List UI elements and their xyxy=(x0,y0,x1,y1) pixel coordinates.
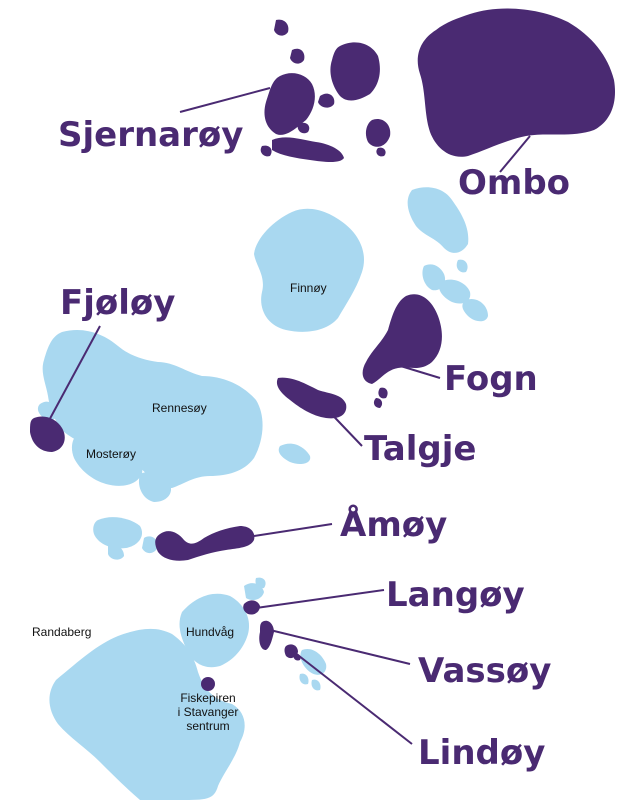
island-hundvag xyxy=(179,593,250,668)
island-sjernaroy-part xyxy=(318,93,335,108)
leader-fogn xyxy=(393,363,441,379)
label-ombo: Ombo xyxy=(458,163,570,203)
island-amoy xyxy=(155,526,255,561)
island-sjernaroy-part xyxy=(272,137,344,162)
label-fogn: Fogn xyxy=(444,359,538,399)
leader-sjernaroy xyxy=(179,87,271,113)
label-sjernaroy: Sjernarøy xyxy=(58,115,243,155)
island-small xyxy=(278,443,311,464)
label-mosteroy: Mosterøy xyxy=(86,447,136,461)
label-randaberg: Randaberg xyxy=(32,625,91,639)
island-small xyxy=(37,401,58,420)
island-small xyxy=(462,298,488,322)
island-sjernaroy-part xyxy=(365,118,391,147)
island-sjernaroy-part xyxy=(274,19,289,36)
island-small xyxy=(311,679,321,691)
leader-lines xyxy=(45,87,531,745)
island-small xyxy=(407,187,469,253)
island-small xyxy=(142,536,158,554)
island-small xyxy=(93,517,143,549)
island-small xyxy=(438,279,471,304)
island-fogn xyxy=(362,294,442,384)
island-small xyxy=(456,259,468,273)
highlighted-islands xyxy=(30,8,616,661)
island-sjernaroy-part xyxy=(376,147,386,157)
label-fjoloy: Fjøløy xyxy=(60,283,175,323)
leader-vassoy xyxy=(269,629,411,665)
label-lindoy: Lindøy xyxy=(418,733,545,773)
other-islands xyxy=(37,187,488,800)
label-talgje: Talgje xyxy=(364,429,476,469)
leader-talgje xyxy=(319,401,363,447)
island-small xyxy=(138,471,172,502)
island-sjernaroy-part xyxy=(330,42,380,101)
label-amoy: Åmøy xyxy=(340,504,447,545)
highlight-labels: Sjernarøy Ombo Fjøløy Fogn Talgje Åmøy L… xyxy=(58,115,570,773)
leader-ombo xyxy=(499,135,531,173)
island-sjernaroy-part xyxy=(260,145,272,157)
leader-langoy xyxy=(255,589,385,609)
label-hundvag: Hundvåg xyxy=(186,625,234,639)
label-fiskepiren-3: sentrum xyxy=(186,719,229,733)
island-sjernaroy-main xyxy=(264,73,315,135)
island-finnoy xyxy=(254,208,365,332)
landmass-stavanger xyxy=(49,628,245,800)
island-langoy xyxy=(243,600,260,615)
island-fogn-part xyxy=(378,387,388,399)
leader-lindoy xyxy=(293,651,413,745)
island-small xyxy=(108,544,124,560)
label-rennesoy: Rennesøy xyxy=(152,401,207,415)
label-vassoy: Vassøy xyxy=(418,651,551,691)
island-small xyxy=(299,673,309,685)
label-fiskepiren-1: Fiskepiren xyxy=(180,691,235,705)
island-vassoy xyxy=(259,620,274,650)
label-langoy: Langøy xyxy=(386,575,525,615)
label-finnoy: Finnøy xyxy=(290,281,327,295)
fiskepiren-marker xyxy=(201,677,215,691)
island-ombo xyxy=(417,8,616,157)
leader-amoy xyxy=(253,523,333,537)
island-small xyxy=(200,652,216,667)
island-sjernaroy-part xyxy=(297,122,310,134)
island-talgje xyxy=(276,377,347,419)
island-small xyxy=(300,648,327,675)
island-fjoloy xyxy=(30,416,65,452)
island-sjernaroy-part xyxy=(290,48,305,64)
island-mosteroy xyxy=(71,431,143,486)
label-fiskepiren-2: i Stavanger xyxy=(178,705,239,719)
island-fogn-part xyxy=(373,398,383,408)
island-small xyxy=(255,577,266,589)
leader-fjoloy xyxy=(45,325,101,427)
place-labels: Finnøy Rennesøy Mosterøy Randaberg Hundv… xyxy=(32,281,327,733)
